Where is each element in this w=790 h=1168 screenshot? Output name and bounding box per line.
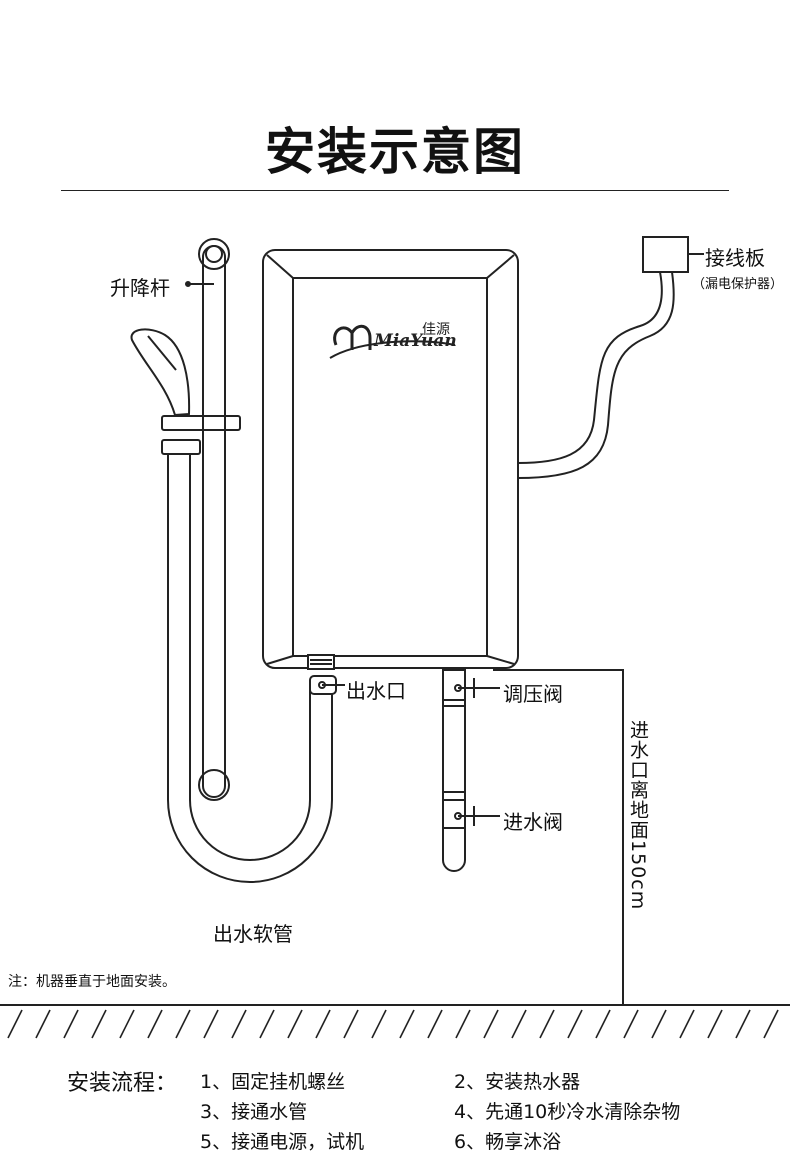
title-divider (61, 190, 729, 191)
power-cable (517, 271, 663, 464)
height-dimension-line (493, 669, 624, 1005)
lift-rod (202, 245, 226, 798)
shower-hose (167, 454, 333, 883)
hose-label: 出水软管 (213, 922, 293, 946)
process-step: 1、固定挂机螺丝 (200, 1071, 346, 1093)
rod-slider-lower (161, 439, 201, 455)
outlet-fitting (307, 654, 335, 670)
page-title: 安装示意图 (265, 123, 525, 181)
inlet-pipe (442, 669, 466, 872)
outlet-label: 出水口 (346, 679, 406, 703)
process-title: 安装流程： (67, 1071, 178, 1096)
process-step: 5、接通电源，试机 (200, 1131, 365, 1153)
brand-logo (329, 324, 456, 359)
lift-rod-label: 升降杆 (110, 276, 170, 300)
ground-hatching (7, 1009, 779, 1039)
process-step: 4、先通10秒冷水清除杂物 (454, 1101, 681, 1123)
inlet-valve-label: 进水阀 (503, 810, 563, 834)
process-step: 3、接通水管 (200, 1101, 308, 1123)
inlet-height-label: 进水口离地面150cm (627, 720, 649, 911)
brand-latin: MiaYuan (373, 331, 457, 351)
leakage-protector-label: （漏电保护器） (692, 277, 784, 292)
junction-box-label: 接线板 (705, 246, 765, 270)
pressure-valve-label: 调压阀 (503, 682, 563, 706)
heater-front-panel (292, 277, 488, 657)
junction-box (642, 236, 689, 273)
installation-note: 注：机器垂直于地面安装。 (8, 974, 176, 990)
process-step: 6、畅享沐浴 (454, 1131, 562, 1153)
heater-body (262, 249, 519, 669)
brand-chinese: 佳源 (422, 322, 450, 338)
rod-slider-upper (161, 415, 241, 431)
shower-head (130, 328, 191, 417)
process-step: 2、安装热水器 (454, 1071, 581, 1093)
